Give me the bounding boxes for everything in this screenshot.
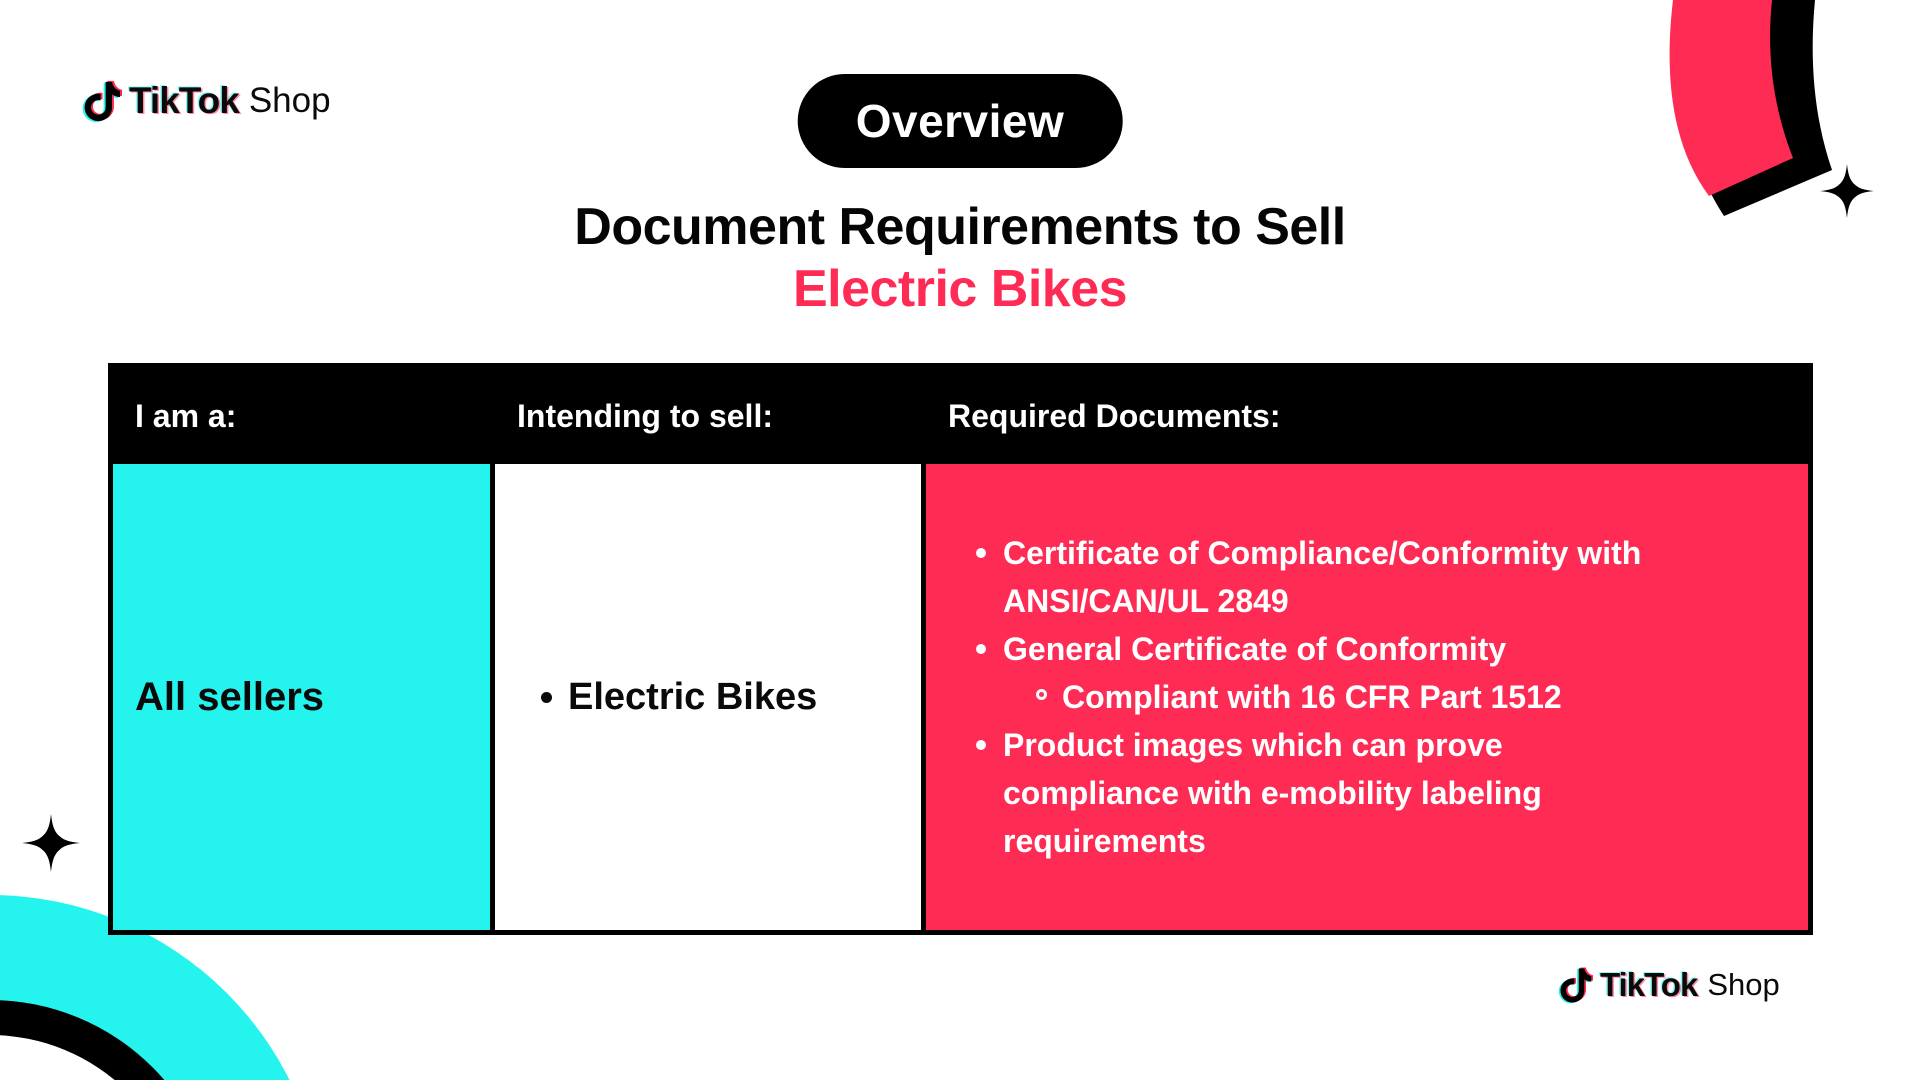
product-list-item: Electric Bikes: [541, 676, 817, 719]
document-sub-text: Compliant with 16 CFR Part 1512: [1062, 679, 1562, 715]
requirements-table: I am a: Intending to sell: Required Docu…: [108, 363, 1813, 935]
bullet-dot-icon: [976, 740, 986, 750]
logo-product-text: Shop: [248, 81, 331, 120]
documents-cell: Certificate of Compliance/Conformity wit…: [926, 464, 1808, 930]
logo-brand-text: TikTok: [129, 80, 240, 121]
document-text: General Certificate of Conformity: [1003, 631, 1507, 667]
logo-product-text: Shop: [1707, 967, 1780, 1002]
overview-badge: Overview: [797, 74, 1123, 168]
page-subtitle: Electric Bikes: [792, 260, 1128, 318]
page-title: Document Requirements to Sell: [574, 198, 1346, 256]
document-text: Product images which can prove complianc…: [1003, 727, 1542, 859]
tiktok-note-icon: [1558, 967, 1593, 1004]
document-list-item: General Certificate of Conformity: [976, 625, 1772, 673]
products-cell: Electric Bikes: [495, 464, 921, 930]
document-text: Certificate of Compliance/Conformity wit…: [1003, 535, 1642, 619]
document-sub-list-item: Compliant with 16 CFR Part 1512: [1036, 673, 1772, 721]
table-header-row: I am a: Intending to sell: Required Docu…: [113, 368, 1808, 464]
document-list-item: Product images which can prove complianc…: [976, 721, 1772, 865]
sparkle-icon: [22, 814, 80, 872]
bullet-ring-icon: [1036, 689, 1047, 700]
sparkle-icon: [1820, 164, 1874, 218]
seller-label: All sellers: [135, 674, 325, 719]
seller-cell: All sellers: [113, 464, 490, 930]
column-header-i-am-a: I am a:: [135, 397, 237, 434]
bullet-dot-icon: [976, 644, 986, 654]
tiktok-shop-logo: TikTok Shop: [1553, 965, 1780, 1005]
product-label: Electric Bikes: [568, 675, 818, 718]
bullet-dot-icon: [541, 691, 552, 703]
document-list-item: Certificate of Compliance/Conformity wit…: [976, 529, 1772, 625]
bullet-dot-icon: [976, 548, 986, 558]
tiktok-shop-logo: TikTok Shop: [76, 78, 331, 124]
column-header-required-documents: Required Documents:: [948, 397, 1281, 434]
logo-brand-text: TikTok: [1600, 966, 1698, 1003]
column-header-intending-to-sell: Intending to sell:: [517, 397, 773, 434]
table-row: All sellers Electric Bikes Certificate o…: [113, 464, 1808, 930]
tiktok-note-icon: [82, 80, 122, 123]
